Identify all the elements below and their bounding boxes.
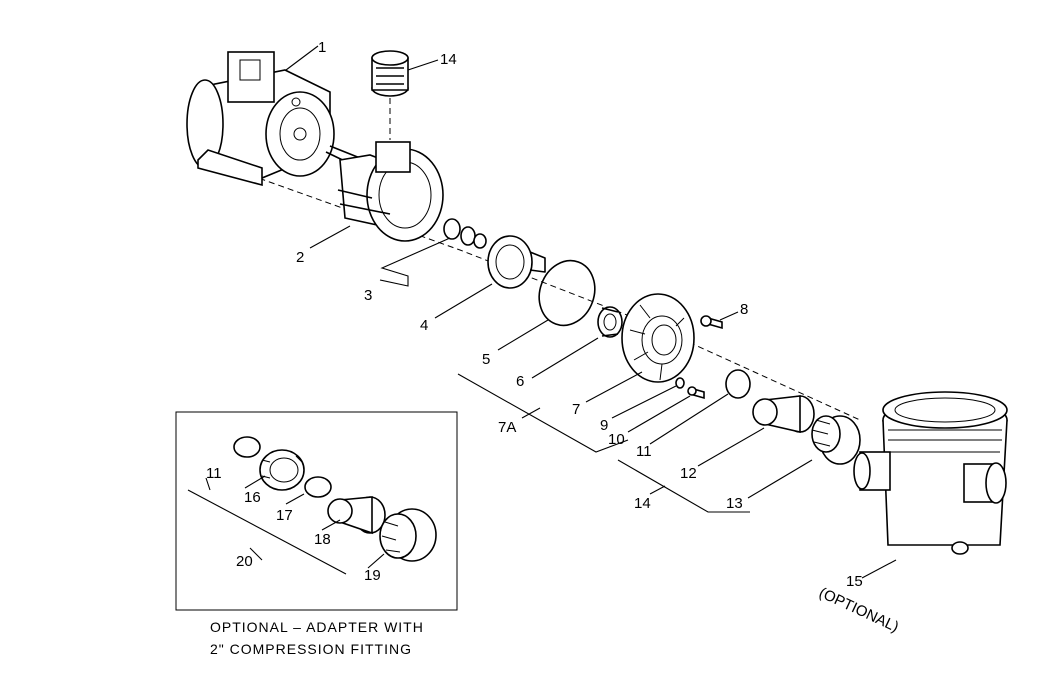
callout-5: 5 — [482, 351, 490, 368]
leader-4 — [434, 283, 493, 319]
inset-callout-20: 20 — [236, 553, 253, 570]
leader-2 — [309, 225, 351, 249]
inset-leader-18 — [321, 519, 341, 531]
callout-10: 10 — [608, 431, 625, 448]
inset-callout-11: 11 — [206, 465, 222, 482]
impeller — [487, 235, 546, 289]
callout-2: 2 — [296, 249, 304, 266]
callout-13: 13 — [726, 495, 743, 512]
callout-7a: 7A — [498, 419, 516, 436]
leader-6 — [531, 337, 599, 379]
leader-8 — [719, 311, 739, 321]
inset-box — [175, 411, 458, 611]
leader-9 — [611, 385, 677, 419]
inset-callout-19: 19 — [364, 567, 381, 584]
leader-14-bracket — [617, 459, 750, 513]
callout-3: 3 — [364, 287, 372, 304]
wet-end-housing — [337, 141, 444, 242]
screw — [700, 315, 723, 330]
diffuser — [621, 293, 695, 383]
union-nut — [811, 415, 861, 465]
callout-8: 8 — [740, 301, 748, 318]
leader-1 — [285, 45, 319, 71]
callout-11: 11 — [636, 443, 652, 460]
inset-caption-line-2: 2" COMPRESSION FITTING — [210, 641, 412, 657]
inset-union-nut-19 — [379, 508, 437, 562]
leader-10 — [627, 395, 691, 433]
inset-leader-16 — [244, 475, 266, 489]
drain-plug-screw — [687, 386, 705, 400]
optional-note: (OPTIONAL) — [816, 584, 901, 636]
bushing — [597, 306, 623, 338]
inset-leader-19 — [367, 553, 385, 569]
inset-callout-18: 18 — [314, 531, 331, 548]
inset-callout-16: 16 — [244, 489, 261, 506]
leader-7a — [521, 407, 541, 419]
inset-caption: OPTIONAL – ADAPTER WITH 2" COMPRESSION F… — [210, 616, 424, 660]
tail-piece — [752, 395, 815, 434]
inset-adapter-16 — [259, 449, 305, 491]
inset-leader-11 — [205, 477, 211, 491]
leader-14b — [649, 485, 666, 495]
o-ring-outlet — [725, 369, 751, 399]
callout-12: 12 — [680, 465, 697, 482]
leader-14-top — [407, 59, 439, 71]
leader-13 — [747, 459, 813, 499]
strainer-pot — [853, 391, 1008, 555]
leader-15 — [861, 559, 897, 579]
inset-tail-piece-18 — [327, 496, 386, 535]
inset-leader-20 — [249, 547, 263, 561]
inset-callout-17: 17 — [276, 507, 293, 524]
callout-15: 15 — [846, 573, 863, 590]
leader-12 — [697, 427, 765, 467]
callout-14-top: 14 — [440, 51, 457, 68]
callout-9: 9 — [600, 417, 608, 434]
inset-leader-20-bracket — [187, 489, 347, 575]
seal-assembly — [443, 218, 487, 249]
assembly-centerline — [249, 174, 861, 421]
leader-3-bracket — [379, 237, 451, 287]
callout-6: 6 — [516, 373, 524, 390]
leader-5 — [497, 319, 549, 351]
leader-11 — [649, 393, 729, 445]
callout-14-bottom: 14 — [634, 495, 651, 512]
small-o-ring — [675, 377, 685, 389]
callout-1: 1 — [318, 39, 326, 56]
union-fitting-top — [371, 50, 409, 97]
motor — [186, 51, 361, 187]
o-ring — [538, 259, 596, 327]
inset-o-ring-11 — [233, 436, 261, 458]
inset-o-ring-17 — [304, 476, 332, 498]
callout-4: 4 — [420, 317, 428, 334]
leader-7 — [585, 371, 643, 403]
inset-leader-17 — [285, 493, 305, 505]
callout-7: 7 — [572, 401, 580, 418]
inset-caption-line-1: OPTIONAL – ADAPTER WITH — [210, 619, 424, 635]
leader-7a-bracket — [457, 373, 629, 453]
